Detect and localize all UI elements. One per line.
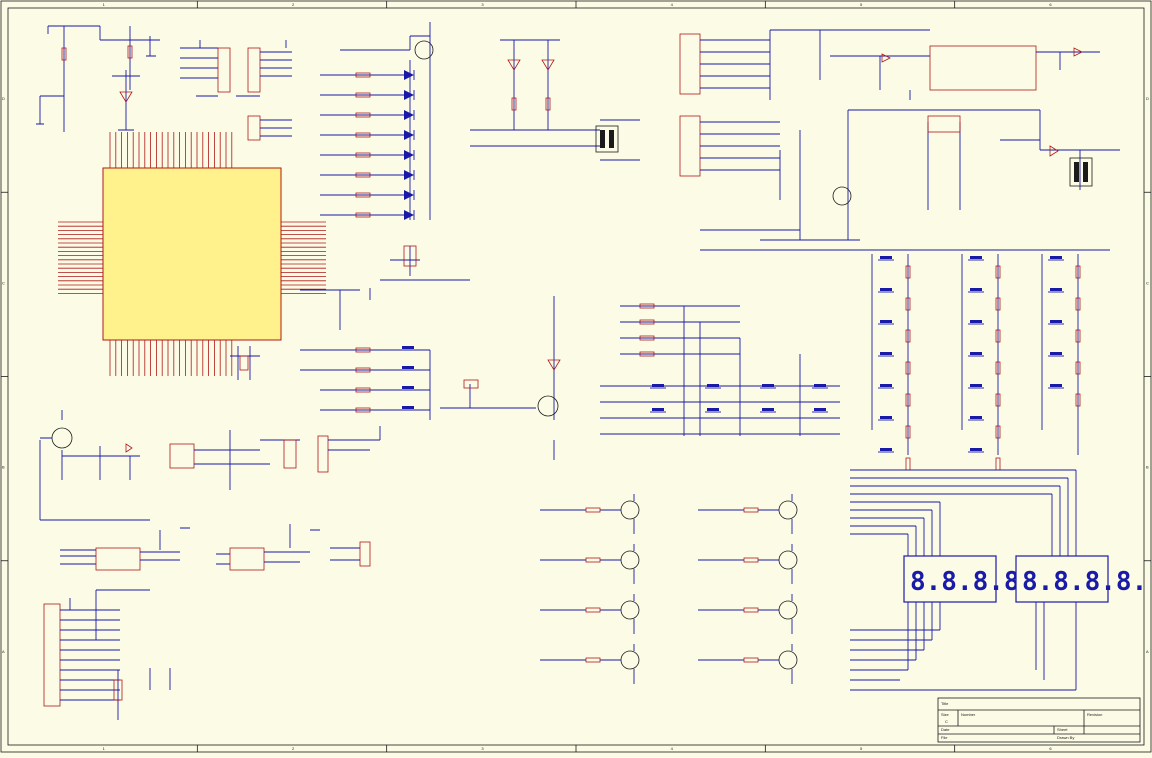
seven-seg-digits-right: 8.8.8.8. [1022, 567, 1147, 597]
zone-left-C: C [2, 280, 5, 285]
zone-left-B: B [2, 465, 5, 470]
mcu-chip [58, 132, 326, 376]
zone-bottom-4: 4 [671, 746, 674, 751]
zone-top-2: 2 [292, 2, 295, 7]
zone-bottom-6: 6 [1049, 746, 1052, 751]
zone-right-A: A [1146, 649, 1149, 654]
seven-seg-display-left [903, 555, 997, 603]
zone-top-5: 5 [860, 2, 863, 7]
size-label: Size [941, 712, 950, 717]
zone-top-1: 1 [103, 2, 106, 7]
seven-seg-digits-left: 8.8.8.8. [910, 567, 1035, 597]
zone-left-D: D [2, 96, 5, 101]
zone-top-6: 6 [1049, 2, 1052, 7]
zone-bottom-5: 5 [860, 746, 863, 751]
key-matrix-center [600, 303, 840, 436]
usb-and-power-right [679, 29, 1100, 177]
digit-drivers [540, 494, 798, 684]
seven-seg-section: 8.8.8.8. 8.8.8.8. [850, 469, 1147, 691]
status-leds [470, 39, 640, 161]
zone-bottom-1: 1 [103, 746, 106, 751]
zone-left-A: A [2, 649, 5, 654]
title-block: Title Size C Number Revision Date Sheet … [937, 697, 1141, 743]
seven-seg-display-right [1015, 555, 1109, 603]
date-label: Date [941, 727, 950, 732]
drawn-by-label: Drawn By [1057, 735, 1074, 740]
zone-right-C: C [1146, 280, 1149, 285]
expansion-connector [43, 589, 171, 720]
zone-right-D: D [1146, 96, 1149, 101]
zone-right-B: B [1146, 465, 1149, 470]
number-label: Number [961, 712, 976, 717]
zone-top-3: 3 [481, 2, 484, 7]
size-value: C [945, 719, 948, 724]
zone-top-4: 4 [671, 2, 674, 7]
buzzer-driver [440, 296, 561, 460]
power-section [36, 25, 160, 132]
header-connectors-top [180, 40, 292, 141]
led-array [320, 22, 434, 220]
zone-bottom-2: 2 [292, 746, 295, 751]
zone-bottom-3: 3 [481, 746, 484, 751]
button-matrix [860, 249, 1110, 471]
title-label: Title [941, 701, 949, 706]
lower-left-circuits [39, 410, 381, 571]
sheet-label: Sheet [1057, 727, 1068, 732]
file-label: File [941, 735, 948, 740]
revision-label: Revision [1087, 712, 1102, 717]
reset-and-buttons [230, 245, 470, 420]
regulator-right [700, 109, 1120, 251]
inner-border [7, 7, 1145, 746]
